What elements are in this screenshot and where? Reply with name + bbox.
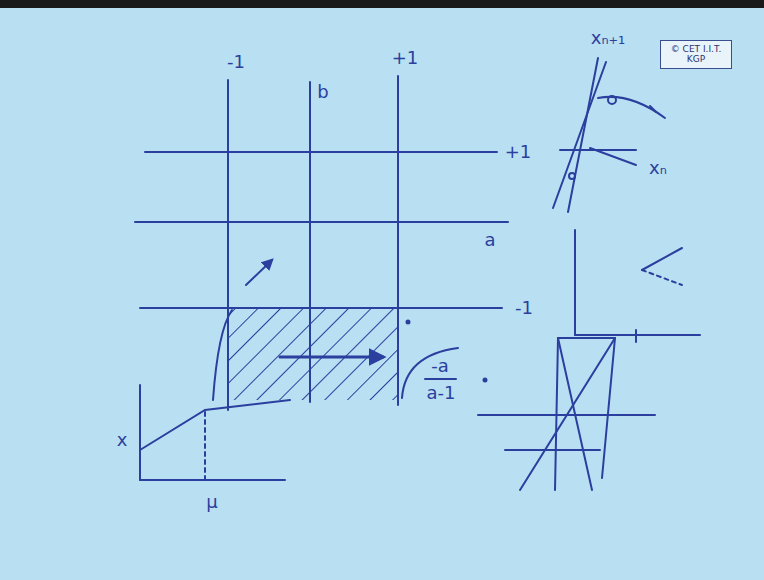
web-sketch	[478, 338, 655, 490]
map-sketch	[575, 230, 700, 342]
frame-edge	[0, 0, 764, 8]
axis-label: a	[484, 231, 495, 249]
bifurcation-plot	[140, 385, 290, 480]
parameter-label: μ	[206, 493, 217, 511]
logo-text: © CET I.I.T. KGP	[666, 44, 726, 65]
variable-label: xₙ₊₁	[591, 29, 626, 47]
hatched-region	[228, 308, 398, 400]
axis-label: b	[317, 83, 328, 101]
axis-value: +1	[505, 143, 532, 161]
axis-value: -1	[227, 53, 245, 71]
axis-value: +1	[392, 49, 419, 67]
cobweb-sketch	[553, 58, 665, 212]
variable-label: x	[117, 431, 128, 449]
fraction-numerator: -a	[431, 357, 449, 375]
fraction-denominator: a-1	[427, 384, 456, 402]
axis-value: -1	[515, 299, 533, 317]
parameter-plane	[135, 76, 508, 410]
variable-label: xₙ	[649, 159, 667, 177]
logo-box: © CET I.I.T. KGP	[660, 40, 732, 69]
